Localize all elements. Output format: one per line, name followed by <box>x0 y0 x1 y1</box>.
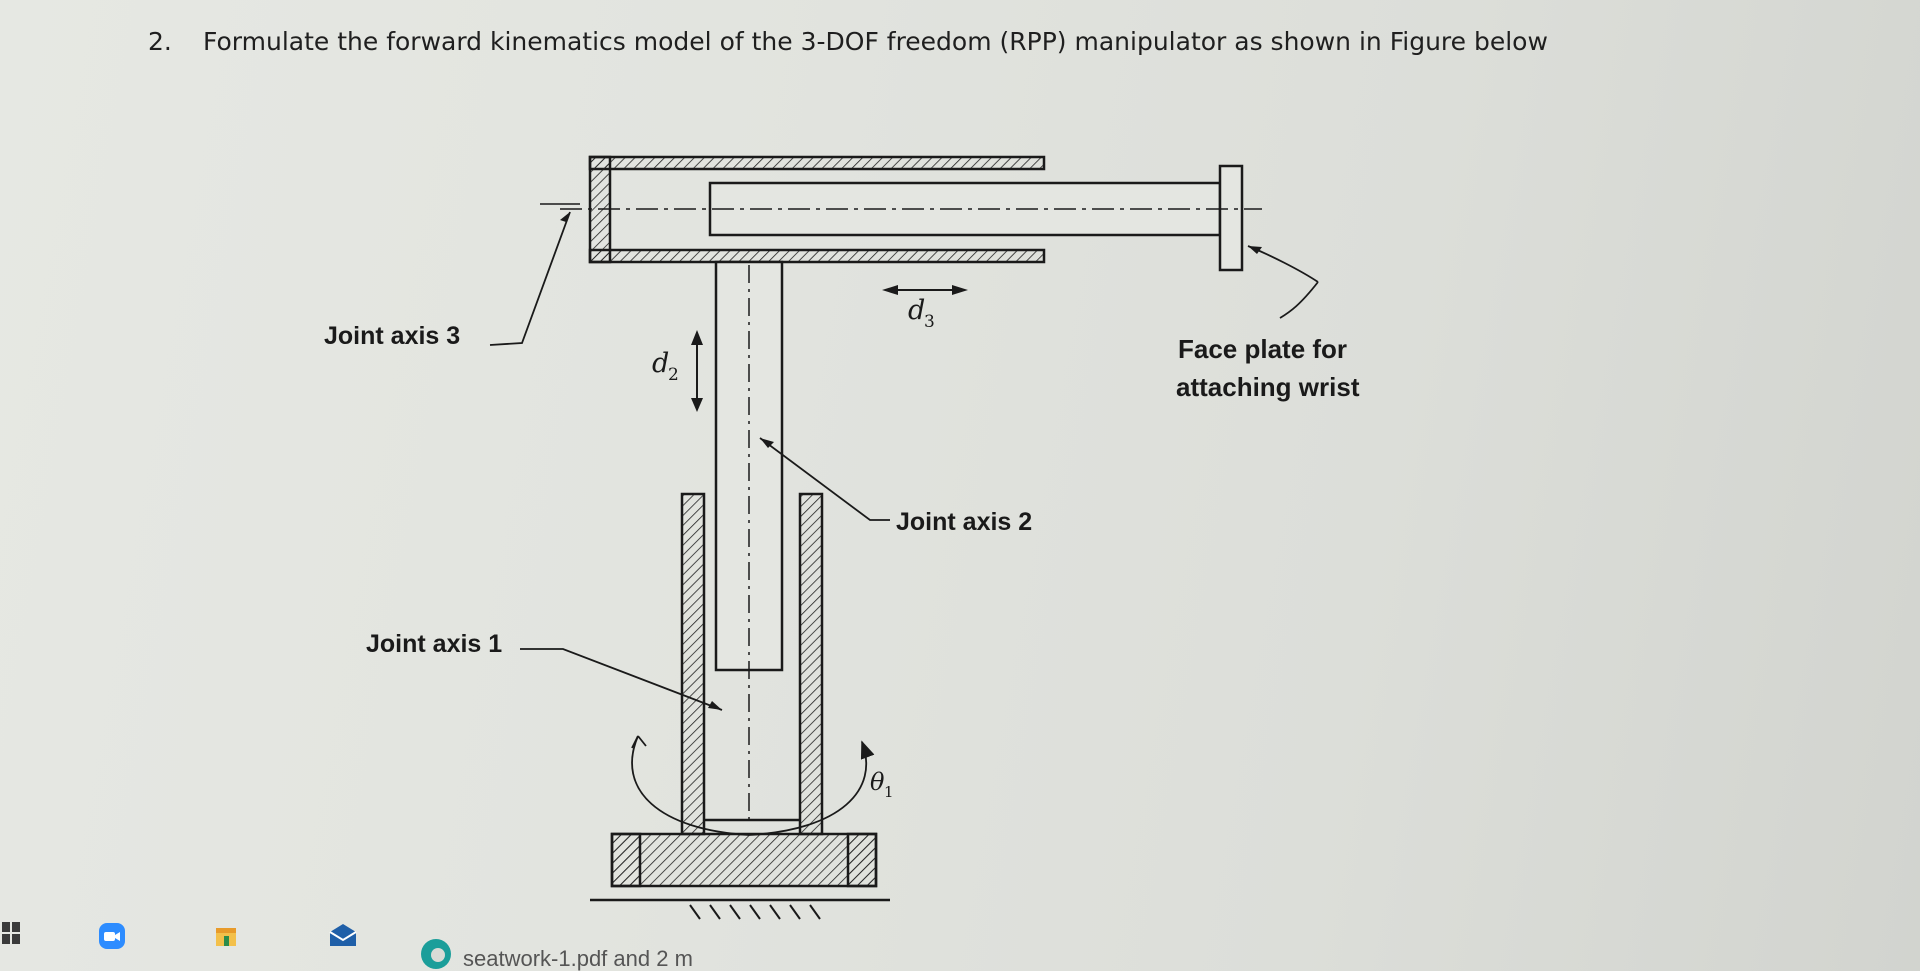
taskbar: seatwork-1.pdf and 2 m <box>0 908 1920 971</box>
question-text: Formulate the forward kinematics model o… <box>203 27 1548 56</box>
label-theta1: θ <box>870 768 885 796</box>
label-d3-sub: 3 <box>924 312 935 332</box>
label-theta1-sub: 1 <box>884 783 894 801</box>
app-icon[interactable] <box>212 922 240 950</box>
leader-lines <box>489 211 1319 711</box>
zoom-icon[interactable] <box>98 922 126 950</box>
face-plate <box>1218 164 1244 272</box>
theta1-rotation-arrow <box>631 735 875 836</box>
windows-icon[interactable] <box>0 920 22 946</box>
d3-arrow <box>882 285 968 295</box>
d2-arrow <box>691 330 703 412</box>
taskbar-app-label[interactable]: seatwork-1.pdf and 2 m <box>463 946 693 971</box>
label-face-plate-line2: attaching wrist <box>1176 372 1360 402</box>
vertical-column <box>714 260 784 820</box>
question-number: 2. <box>148 27 172 56</box>
label-joint-axis-3: Joint axis 3 <box>324 322 460 350</box>
mail-icon[interactable] <box>328 922 357 950</box>
edge-icon[interactable] <box>420 938 451 969</box>
label-d3: d <box>908 295 925 326</box>
label-d2: d <box>652 348 669 379</box>
label-face-plate-line1: Face plate for <box>1178 334 1347 364</box>
label-joint-axis-1: Joint axis 1 <box>366 630 502 658</box>
base <box>590 832 890 920</box>
label-joint-axis-2: Joint axis 2 <box>896 508 1032 536</box>
label-d2-sub: 2 <box>668 365 679 385</box>
